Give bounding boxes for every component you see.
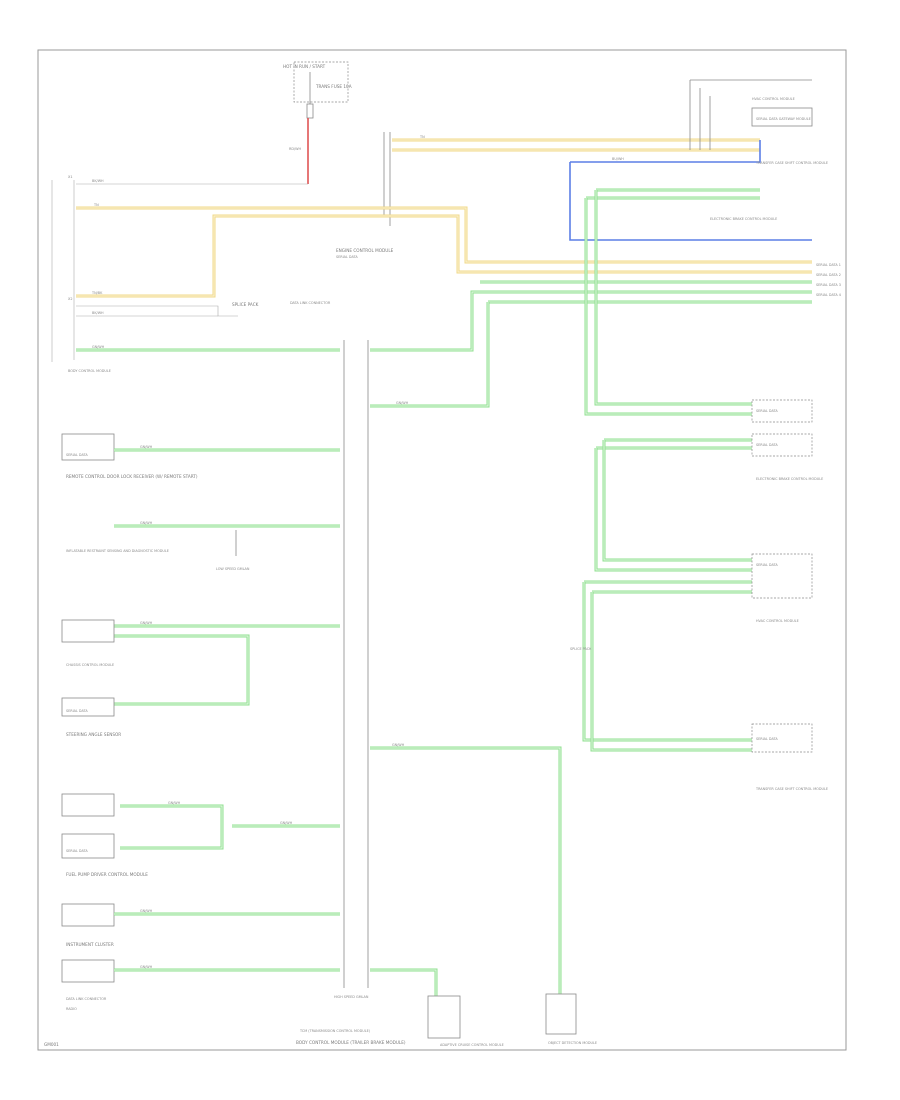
svg-text:GN/WH: GN/WH bbox=[280, 821, 293, 825]
bottom-module-a-label: ADAPTIVE CRUISE CONTROL MODULE bbox=[440, 1043, 504, 1047]
conn-code-x2: X2 bbox=[68, 297, 72, 301]
fuse-label: TRANS FUSE 10A bbox=[315, 84, 352, 89]
svg-text:ELECTRONIC BRAKE CONTROL MODUL: ELECTRONIC BRAKE CONTROL MODULE bbox=[756, 477, 823, 481]
svg-text:GN/WH: GN/WH bbox=[168, 801, 181, 805]
left-connector: X1 X2 bbox=[51, 175, 75, 362]
svg-text:HVAC CONTROL MODULE: HVAC CONTROL MODULE bbox=[756, 619, 799, 623]
red-wire-label: RD/WH bbox=[289, 147, 301, 151]
chassis-label: CHASSIS CONTROL MODULE bbox=[66, 663, 114, 667]
svg-text:TRANSFER CASE SHIFT CONTROL MO: TRANSFER CASE SHIFT CONTROL MODULE bbox=[755, 787, 828, 791]
hot-in-run-label: HOT IN RUN / START bbox=[283, 64, 326, 69]
tan-top-label: TN bbox=[419, 135, 425, 139]
right-module-serial: SERIAL DATA HVAC CONTROL MODULE bbox=[751, 553, 813, 623]
fuse-icon bbox=[306, 103, 314, 119]
serial-data-gw-box bbox=[751, 107, 813, 127]
svg-text:SERIAL DATA: SERIAL DATA bbox=[66, 453, 88, 457]
bottom-module-a bbox=[427, 995, 461, 1039]
svg-text:GN/WH: GN/WH bbox=[140, 521, 153, 525]
right-trunk bbox=[582, 190, 752, 752]
module-chassis: GN/WH CHASSIS CONTROL MODULE SERIAL DATA bbox=[61, 619, 340, 717]
low-speed-label: LOW SPEED GMLAN bbox=[216, 567, 250, 571]
right-module-electronic-brake: SERIAL DATA ELECTRONIC BRAKE CONTROL MOD… bbox=[751, 433, 823, 481]
svg-text:GN/WH: GN/WH bbox=[140, 445, 153, 449]
bus-label-4: SERIAL DATA 4 bbox=[816, 293, 841, 297]
instrument-label: INSTRUMENT CLUSTER bbox=[66, 942, 114, 947]
serial-data-gw-label: SERIAL DATA GATEWAY MODULE bbox=[756, 117, 811, 121]
inflatable-label: INFLATABLE RESTRAINT SENSING AND DIAGNOS… bbox=[66, 549, 169, 553]
svg-text:SERIAL DATA: SERIAL DATA bbox=[756, 443, 778, 447]
svg-text:SERIAL DATA: SERIAL DATA bbox=[66, 849, 88, 853]
splice-label: SPLICE PACK bbox=[232, 302, 259, 307]
diagram-frame bbox=[37, 49, 847, 1051]
module-remote-ctrl: SERIAL DATA GN/WH REMOTE CONTROL DOOR LO… bbox=[61, 433, 340, 479]
module-inflatable: GN/WH INFLATABLE RESTRAINT SENSING AND D… bbox=[66, 521, 340, 571]
corner-code: GM001 bbox=[44, 1042, 59, 1047]
right-module-bcm: SERIAL DATA bbox=[751, 399, 813, 423]
green-row-label-3: GN/WH bbox=[392, 743, 405, 747]
gray-row-label: BK/WH bbox=[92, 179, 104, 183]
steering-label: STEERING ANGLE SENSOR bbox=[66, 732, 121, 737]
tan-black-label: TN/BK bbox=[91, 291, 103, 295]
green-row-label-2: GN/WH bbox=[396, 401, 409, 405]
data-link-label: DATA LINK CONNECTOR bbox=[290, 301, 331, 305]
spine-label: HIGH SPEED GMLAN bbox=[334, 995, 369, 999]
ecm-label: ENGINE CONTROL MODULE bbox=[336, 248, 394, 253]
top-right-bus: TN BU/WH SERIAL DATA GATEWAY MODULE HVAC… bbox=[392, 79, 828, 241]
module-fuel-pump: FUEL PUMP DRIVER CONTROL MODULE GN/WH bbox=[61, 872, 340, 927]
bus-label-3: SERIAL DATA 3 bbox=[816, 283, 841, 287]
power-feed: HOT IN RUN / START TRANS FUSE 10A RD/WH bbox=[283, 61, 352, 184]
svg-text:SERIAL DATA: SERIAL DATA bbox=[756, 737, 778, 741]
bus-label-2: SERIAL DATA 2 bbox=[816, 273, 841, 277]
svg-text:SERIAL DATA: SERIAL DATA bbox=[66, 709, 88, 713]
green-row-label-1: GN/WH bbox=[92, 345, 105, 349]
module-instrument: INSTRUMENT CLUSTER GN/WH DATA LINK CONNE… bbox=[61, 942, 340, 1011]
svg-text:GN/WH: GN/WH bbox=[140, 621, 153, 625]
remote-ctrl-label: REMOTE CONTROL DOOR LOCK RECEIVER (W/ RE… bbox=[66, 474, 198, 479]
bottom-center-label: BODY CONTROL MODULE (TRAILER BRAKE MODUL… bbox=[296, 1040, 406, 1045]
transfer-label: TRANSFER CASE SHIFT CONTROL MODULE bbox=[755, 161, 828, 165]
splice-wire-label: BK/WH bbox=[92, 311, 104, 315]
ecm-sublabel: SERIAL DATA bbox=[336, 255, 358, 259]
svg-text:SERIAL DATA: SERIAL DATA bbox=[756, 563, 778, 567]
blue-top-label: BU/WH bbox=[612, 157, 624, 161]
dlc-bottom-label: DATA LINK CONNECTOR bbox=[66, 997, 107, 1001]
svg-text:GN/WH: GN/WH bbox=[140, 965, 153, 969]
fuse-block-outline bbox=[293, 61, 349, 103]
tcm-label: TCM (TRANSMISSION CONTROL MODULE) bbox=[299, 1029, 371, 1033]
right-splice-label: SPLICE PACK bbox=[570, 647, 592, 651]
central-spine: HIGH SPEED GMLAN BODY CONTROL MODULE (TR… bbox=[296, 340, 406, 1045]
bus-label-1: SERIAL DATA 1 bbox=[816, 263, 841, 267]
bcm-left-label: BODY CONTROL MODULE bbox=[68, 369, 111, 373]
bottom-module-b bbox=[545, 993, 577, 1035]
module-steering: STEERING ANGLE SENSOR GN/WH GN/WH SERIAL… bbox=[61, 732, 340, 859]
fuel-pump-label: FUEL PUMP DRIVER CONTROL MODULE bbox=[66, 872, 148, 877]
tan-row-label: TN bbox=[93, 203, 99, 207]
svg-text:SERIAL DATA: SERIAL DATA bbox=[756, 409, 778, 413]
hvac-label: HVAC CONTROL MODULE bbox=[752, 97, 795, 101]
ebcm-label: ELECTRONIC BRAKE CONTROL MODULE bbox=[710, 217, 777, 221]
bottom-module-b-label: OBJECT DETECTION MODULE bbox=[548, 1041, 597, 1045]
conn-code-x1: X1 bbox=[68, 175, 72, 179]
svg-text:GN/WH: GN/WH bbox=[140, 909, 153, 913]
radio-label: RADIO bbox=[66, 1007, 77, 1011]
ecm-module: ENGINE CONTROL MODULE SERIAL DATA bbox=[336, 132, 394, 259]
right-module-bottom: SERIAL DATA TRANSFER CASE SHIFT CONTROL … bbox=[751, 723, 828, 791]
